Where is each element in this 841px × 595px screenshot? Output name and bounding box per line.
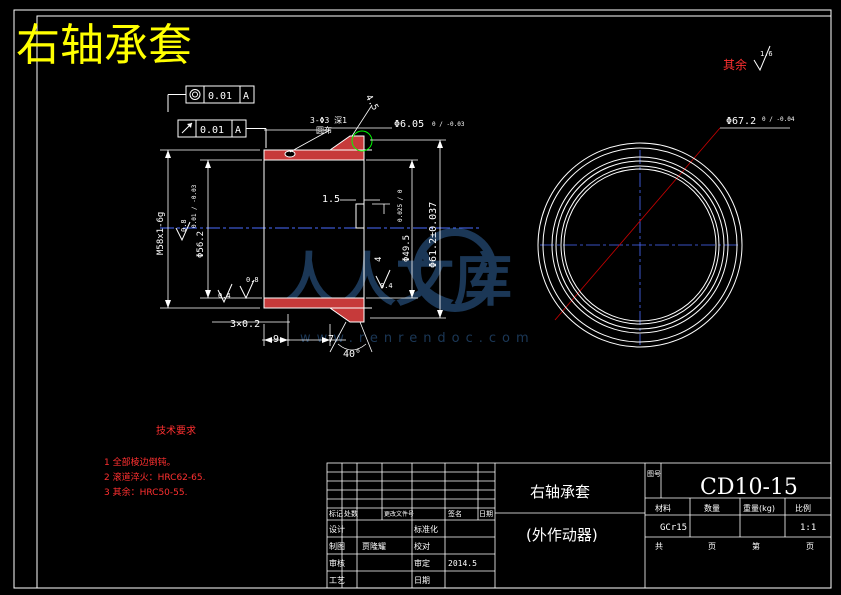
- bottom-roughness: 0.4: [218, 292, 231, 300]
- right-face-roughness: 0.8: [246, 276, 259, 284]
- date-value: 2014.5: [448, 559, 477, 568]
- roughness-face-icon: [239, 279, 255, 300]
- holes-label: 3-Φ3 深1: [310, 116, 347, 125]
- outer-circle-2: [542, 147, 738, 343]
- sign-standard: 标准化: [414, 524, 438, 534]
- hole-mark: [284, 150, 296, 158]
- concentricity-icon: [189, 89, 201, 100]
- sheet-total-label: 共: [655, 542, 663, 551]
- inner-circle-2: [563, 168, 717, 322]
- length-9: 9: [273, 334, 279, 345]
- length-7: 7: [328, 334, 334, 345]
- concentricity-frame: 0.01 A: [167, 85, 255, 112]
- chamfer-label: 4.5: [363, 93, 380, 112]
- rev-header-doc: 更改文件号: [384, 510, 414, 518]
- tech-item-3: 3 其余：HRC50-55.: [104, 486, 187, 498]
- sign-approve: 审定: [414, 558, 430, 568]
- runout-datum: A: [235, 125, 241, 136]
- groove-depth: 4: [374, 257, 384, 262]
- groove-roughness: 0.4: [380, 282, 393, 290]
- tech-item-1: 1 全部棱边倒钝。: [104, 456, 176, 468]
- drafter-name: 贾隆耀: [362, 541, 386, 551]
- top-tol: 0 / -0.03: [432, 121, 465, 128]
- top-collar: [328, 135, 365, 151]
- bottom-collar: [328, 307, 365, 323]
- watermark-logo-ring: [413, 228, 497, 312]
- holes-note: 圆布: [316, 125, 332, 135]
- big-title: 右轴承套: [16, 20, 192, 71]
- scale-value: 1:1: [800, 523, 816, 533]
- role-design: 设计: [329, 524, 345, 534]
- roughness-bore-icon: [175, 221, 191, 242]
- bore-tol: 0.01 / -0.03: [191, 184, 198, 228]
- top-wall-hatch: [264, 150, 364, 160]
- role-draw: 制图: [329, 541, 345, 551]
- qty-label: 数量: [704, 503, 720, 513]
- part-name: 右轴承套: [530, 483, 590, 501]
- angle-label: 40°: [343, 349, 361, 360]
- mid-circle: [551, 156, 729, 334]
- rest-value: 1.6: [760, 50, 773, 58]
- inner-tol: 0.025 / 0: [397, 189, 404, 222]
- sheet-no-label: 第: [752, 541, 760, 551]
- top-diameter: Φ6.05: [394, 119, 424, 130]
- rev-header-count: 处数: [344, 509, 358, 518]
- circle-tol: 0 / -0.04: [762, 116, 795, 123]
- sign-proofread: 校对: [414, 541, 430, 551]
- role-check: 审核: [329, 558, 345, 568]
- concentricity-datum: A: [243, 91, 249, 102]
- detail-circle: [351, 130, 373, 152]
- role-process: 工艺: [329, 576, 345, 585]
- bottom-wall-hatch: [264, 298, 364, 308]
- dimension-arrows: [165, 140, 443, 343]
- inner-groove: [355, 203, 365, 229]
- rev-header-date: 日期: [479, 510, 493, 518]
- drawing-no-label: 图号: [647, 470, 661, 478]
- weight-label: 重量(kg): [743, 503, 775, 513]
- material-value: GCr15: [660, 523, 687, 533]
- roughness-bottom-icon: [217, 283, 233, 304]
- left-groove-roughness: 0.8: [180, 219, 188, 232]
- material-label: 材料: [655, 503, 671, 513]
- roughness-rest-icon: [753, 45, 771, 72]
- tech-requirements: 技术要求 1 全部棱边倒钝。 2 滚道淬火：HRC62-65. 3 其余：HRC…: [104, 424, 205, 498]
- dimension-lines: [160, 104, 790, 353]
- page-label: 页: [806, 542, 814, 551]
- mid-circle-2: [555, 160, 725, 330]
- concentricity-value: 0.01: [208, 91, 232, 102]
- circle-diameter: Φ67.2: [726, 116, 756, 127]
- tech-title: 技术要求: [156, 424, 196, 437]
- front-view: [537, 142, 743, 348]
- groove-width: 1.5: [322, 194, 340, 205]
- roughness-marks: 其余 1.6 0.8 0.8 0.4 0.4: [175, 45, 773, 304]
- dimension-texts: 3-Φ3 深1 圆布 4.5 Φ6.05 0 / -0.03 M58x1-6g …: [156, 93, 795, 360]
- assembly-name: (外作动器): [526, 526, 598, 544]
- inner-circle: [560, 165, 720, 325]
- rev-header-mark: 标记: [329, 509, 343, 518]
- sign-date: 日期: [414, 576, 430, 585]
- section-view: [160, 130, 480, 323]
- roughness-groove-icon: [375, 269, 391, 290]
- runout-value: 0.01: [200, 125, 224, 136]
- sheet-label: 页: [708, 542, 716, 551]
- chamfer-left: 3×0.2: [230, 319, 260, 330]
- watermark-url: www.renrendoc.com: [300, 331, 535, 346]
- thread-label: M58x1-6g: [156, 212, 166, 255]
- rest-label: 其余: [723, 57, 747, 72]
- runout-frame: 0.01 A: [177, 119, 267, 148]
- title-block: 标记 处数 更改文件号 签名 日期 设计 制图 审核 工艺 贾隆耀 标准化 校对…: [326, 462, 832, 589]
- rev-header-sign: 签名: [448, 509, 462, 518]
- scale-label: 比例: [795, 503, 811, 513]
- tech-item-2: 2 滚道淬火：HRC62-65.: [104, 471, 205, 483]
- bore-diameter: Φ56.2: [196, 231, 206, 258]
- drawing-number: CD10-15: [700, 475, 798, 500]
- inner-diameter: Φ49.5: [402, 235, 412, 262]
- outer-diameter: Φ61.2±0.037: [428, 202, 439, 268]
- outer-circle: [537, 142, 743, 348]
